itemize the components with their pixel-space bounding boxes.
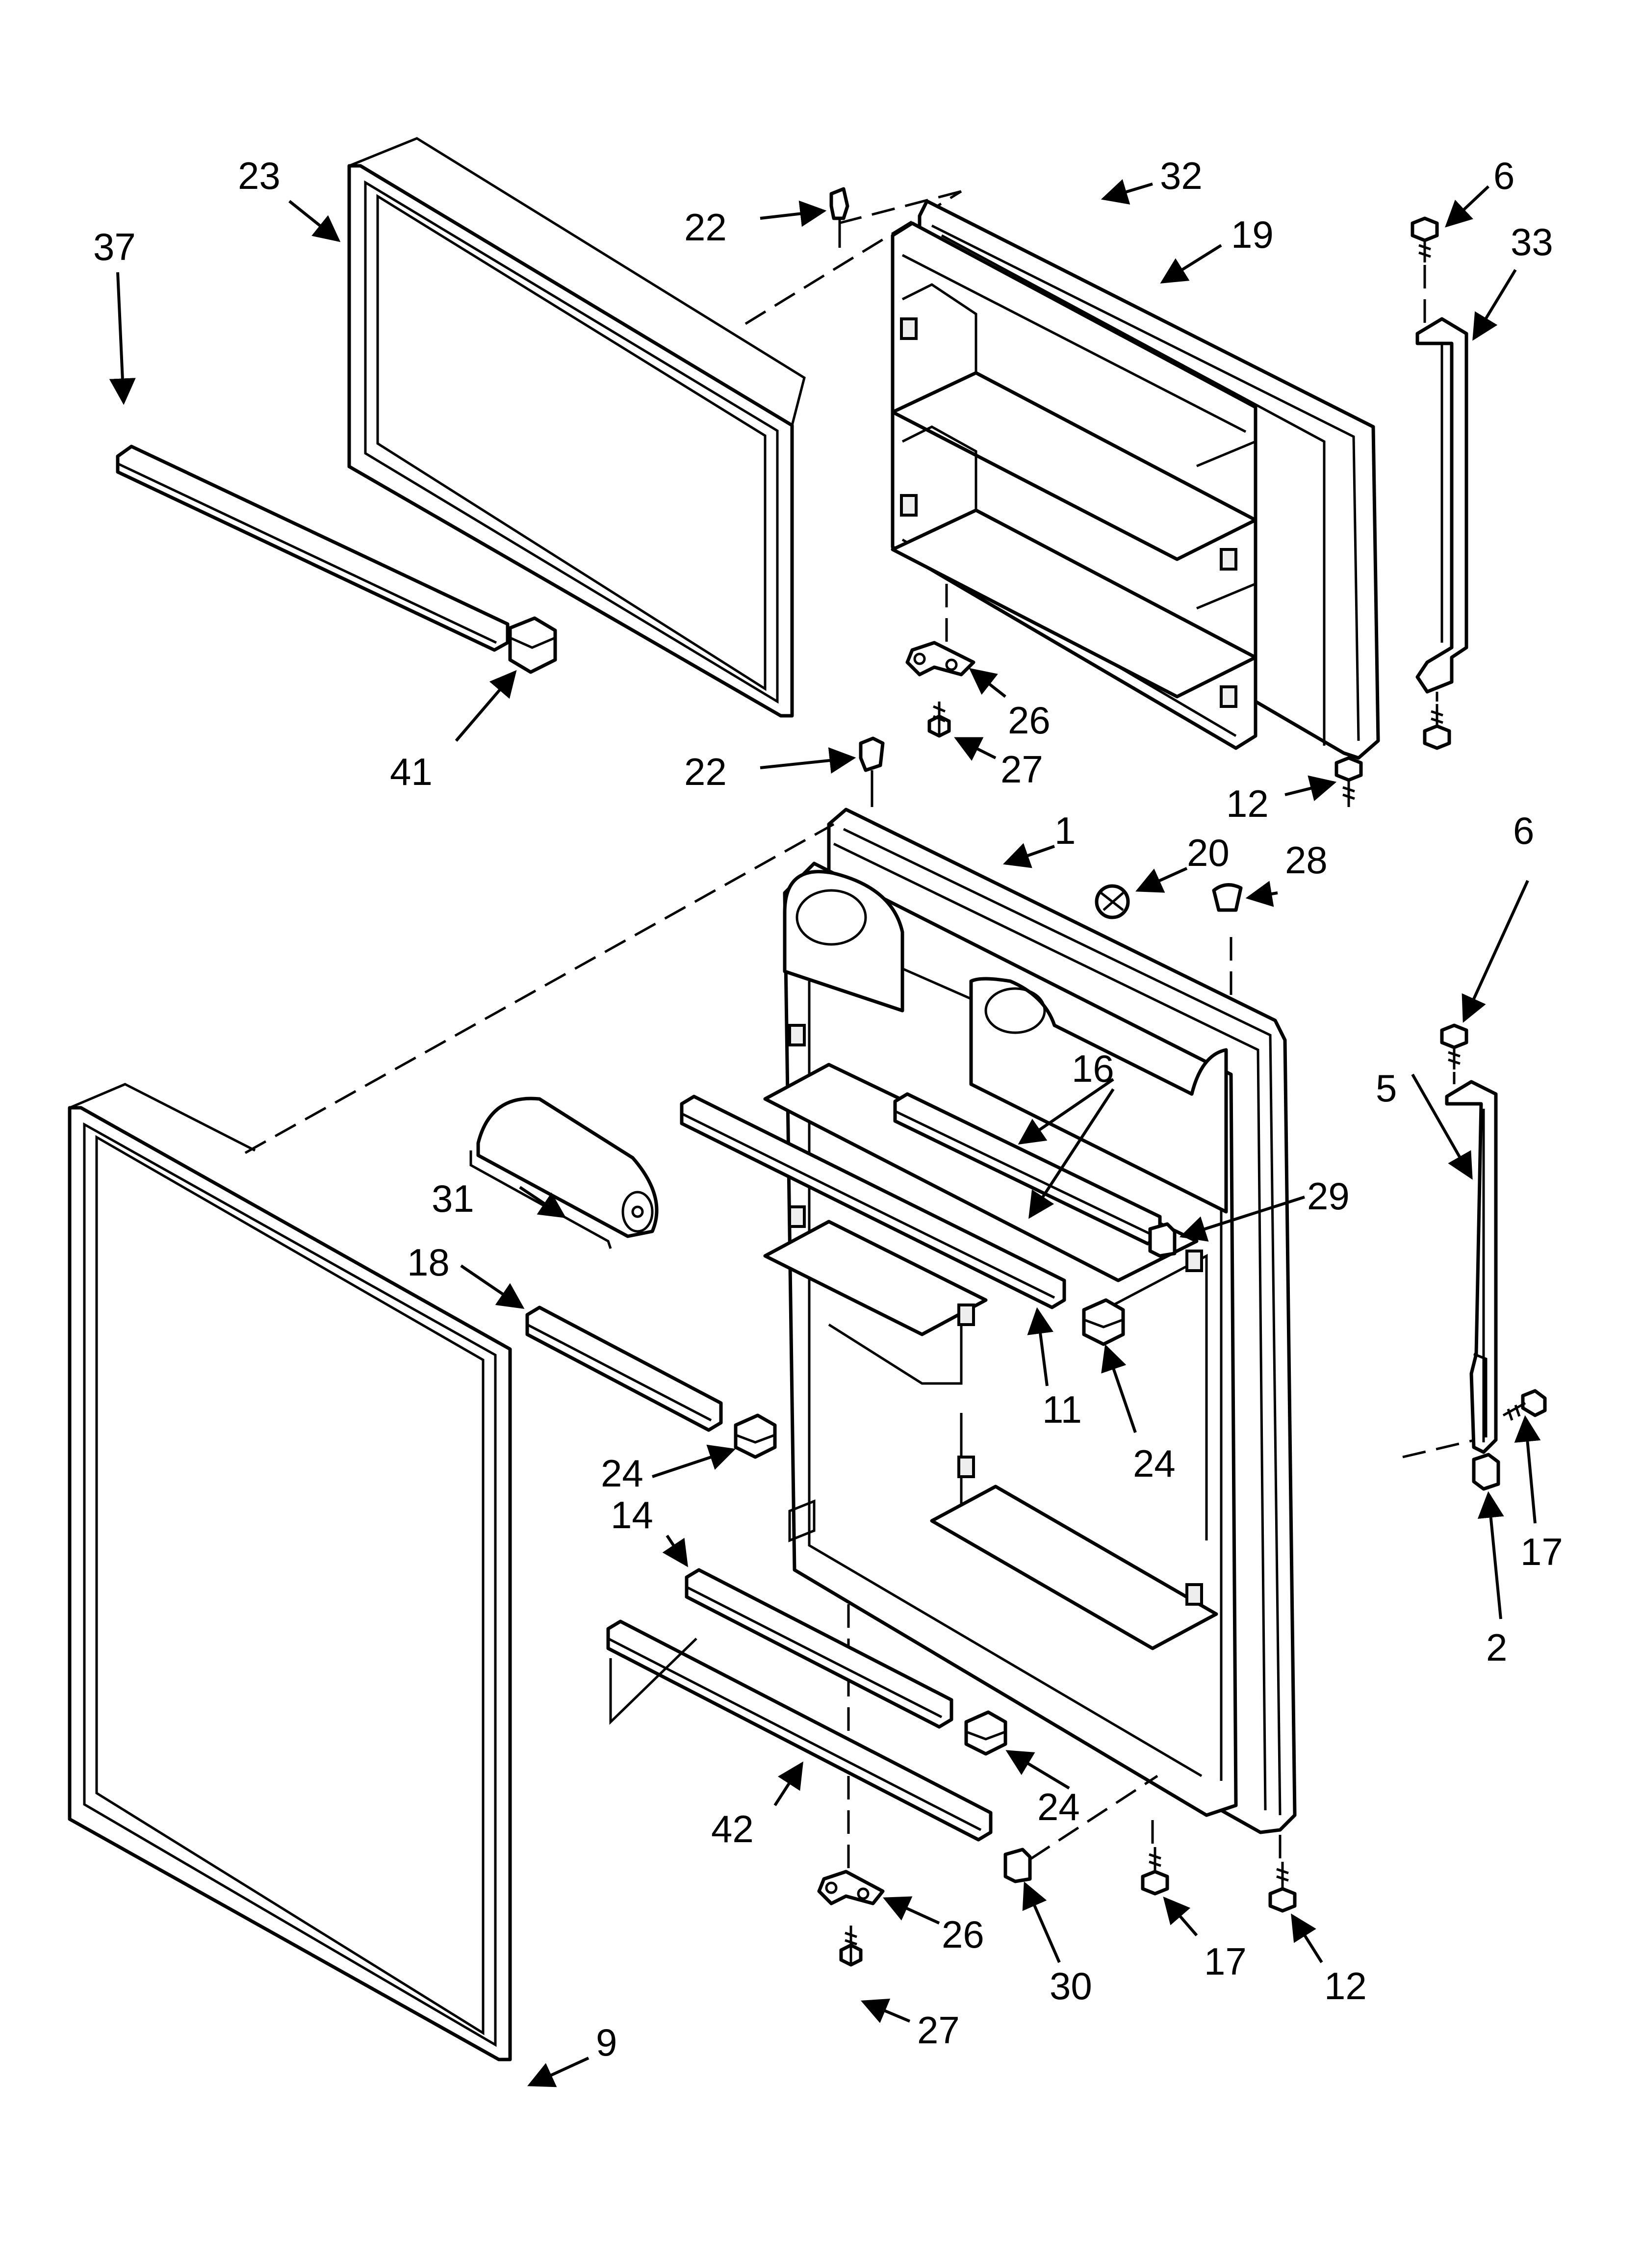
freezer-door-liner (891, 199, 1380, 760)
callout-37: 37 (93, 225, 136, 268)
door-shelf-bar-bottom (606, 1619, 993, 1842)
callout-20: 20 (1187, 831, 1230, 874)
callout-9: 9 (596, 2021, 617, 2064)
callout-32: 32 (1160, 154, 1203, 197)
callout-14: 14 (611, 1493, 653, 1537)
callout-29: 29 (1307, 1174, 1350, 1218)
freezer-strip-clip (508, 616, 557, 674)
callout-12-top: 12 (1226, 782, 1269, 825)
handle-top-screw-lower (1423, 704, 1451, 750)
callout-42: 42 (711, 1807, 754, 1851)
callout-41: 41 (390, 750, 433, 793)
callout-24-bottom: 24 (1037, 1785, 1080, 1828)
callout-5: 5 (1376, 1067, 1397, 1110)
bottom-stop-guide-line (1029, 1774, 1158, 1861)
handle-end-cap (1472, 1453, 1500, 1491)
callout-31: 31 (432, 1177, 474, 1220)
door-closure-cam (1095, 884, 1130, 919)
leader-lines (109, 179, 1541, 2087)
callout-33: 33 (1511, 220, 1553, 263)
callout-16: 16 (1072, 1047, 1114, 1090)
callout-labels: 23 37 22 32 19 6 33 41 26 27 22 12 6 1 2… (93, 154, 1563, 2064)
handle-top-screw-upper (1411, 216, 1439, 262)
callout-30: 30 (1050, 1964, 1092, 2007)
shelf-clip-left (734, 1413, 777, 1459)
callout-17-right: 17 (1520, 1530, 1563, 1573)
refrigerator-liner-guide-line (244, 823, 835, 1154)
freezer-liner-guide-line (838, 182, 963, 225)
door-shelf-bar-lower (685, 1568, 953, 1729)
shelf-clip-lower (964, 1710, 1007, 1756)
callout-27-top: 27 (1001, 748, 1043, 791)
refrigerator-door-screw (1141, 1847, 1169, 1896)
callout-1: 1 (1054, 809, 1076, 852)
door-shelf-bar-small (525, 1305, 723, 1432)
callout-11: 11 (1042, 1388, 1082, 1431)
callout-23: 23 (238, 154, 281, 197)
bottom-hinge-screw (839, 1926, 863, 1967)
freezer-door-strip (116, 444, 510, 652)
callout-18: 18 (407, 1241, 450, 1284)
callout-24-right: 24 (1133, 1442, 1176, 1485)
refrigerator-door-liner (763, 808, 1297, 1834)
callout-27-bottom: 27 (917, 2008, 960, 2052)
freezer-door-gasket (347, 137, 806, 718)
shelf-bar-end-stop (1003, 1848, 1032, 1883)
callout-22-middle: 22 (684, 750, 727, 793)
hinge-hole-plug (1212, 883, 1243, 912)
callout-12-bottom: 12 (1324, 1964, 1367, 2007)
shelf-clip-upper (1082, 1298, 1125, 1346)
callout-22-top: 22 (684, 206, 727, 249)
refrigerator-hinge-pin (1268, 1862, 1297, 1913)
freezer-door-handle (1415, 317, 1468, 694)
callout-19: 19 (1231, 213, 1274, 256)
refrigerator-door-handle (1445, 1080, 1498, 1454)
callout-6-middle: 6 (1513, 809, 1534, 852)
door-shelf-bar-middle (680, 1095, 1066, 1309)
refrigerator-door-stop-plug (859, 736, 885, 807)
dairy-compartment-door (469, 1096, 659, 1249)
freezer-hinge-bracket (905, 641, 975, 677)
shelf-bar-stop (1148, 1222, 1177, 1258)
callout-26-bottom: 26 (942, 1913, 984, 1956)
bottom-hinge-bracket (817, 1870, 885, 1905)
refrigerator-door-gasket (68, 1083, 512, 2061)
freezer-hinge-screw (927, 702, 951, 738)
freezer-hinge-pin (1334, 756, 1363, 807)
handle-bottom-screw-upper (1440, 1023, 1468, 1069)
callout-26-top: 26 (1008, 699, 1051, 742)
callout-28: 28 (1285, 838, 1328, 882)
callout-2: 2 (1486, 1626, 1507, 1669)
handle-mounting-screw (1502, 1389, 1547, 1421)
callout-6-top: 6 (1493, 154, 1514, 197)
freezer-door-stop-plug (829, 187, 849, 248)
callout-17-bottom: 17 (1204, 1940, 1247, 1983)
callout-24-left: 24 (601, 1452, 643, 1495)
